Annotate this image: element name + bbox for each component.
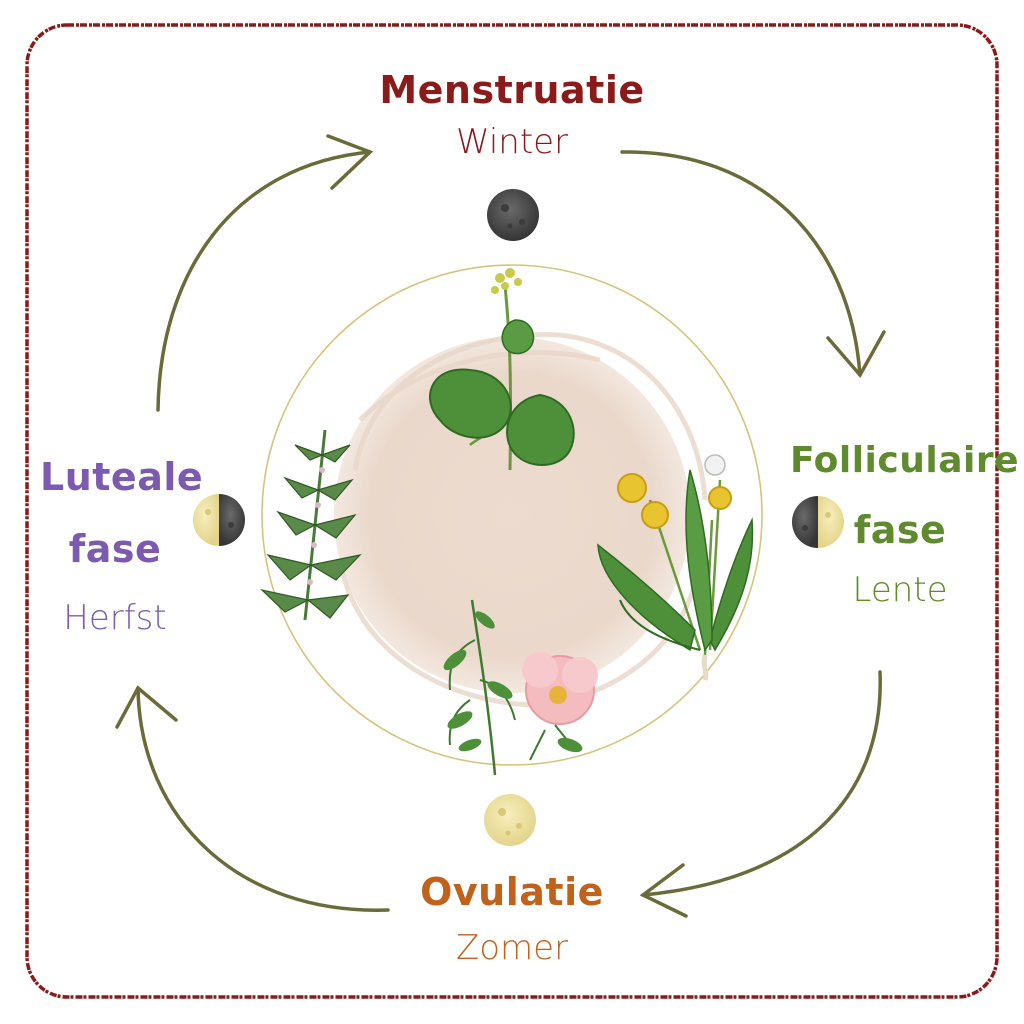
cycle-arrow-icon	[826, 330, 886, 379]
new-moon-icon	[487, 189, 539, 241]
phase-title-folliculaire-line2: fase	[853, 508, 947, 552]
cycle-arrow-icon	[156, 150, 372, 412]
cycle-arrow-icon	[115, 685, 178, 729]
wild-rose	[522, 652, 598, 761]
motherwort-plant-icon	[260, 429, 362, 621]
phase-title-menstruatie: Menstruatie	[379, 68, 645, 112]
phase-title-ovulatie: Ovulatie	[420, 870, 604, 914]
cycle-arrows	[115, 134, 886, 918]
season-label-zomer: Zomer	[455, 928, 569, 968]
first-quarter-moon-icon	[792, 496, 844, 548]
center-wash	[334, 337, 690, 693]
phase-title-folliculaire: Folliculaire	[790, 440, 1019, 481]
outer-frame	[25, 23, 999, 999]
lady-mantle-plant-icon	[429, 268, 575, 471]
yarrow-rose-plant-icon	[443, 599, 598, 776]
season-label-herfst: Herfst	[63, 598, 167, 638]
cycle-arrow-icon	[326, 134, 374, 190]
cycle-arrow-icon	[639, 863, 688, 918]
last-quarter-moon-icon	[193, 494, 245, 546]
phase-title-luteale-line2: fase	[68, 527, 162, 571]
phase-title-luteale: Luteale	[40, 455, 204, 499]
dandelion-plant-icon	[597, 454, 754, 681]
center-ring	[261, 264, 763, 766]
season-label-lente: Lente	[852, 570, 948, 610]
cycle-arrow-icon	[620, 150, 862, 377]
cycle-arrow-icon	[641, 670, 882, 897]
cycle-arrow-icon	[136, 686, 390, 912]
full-moon-icon	[484, 794, 536, 846]
season-label-winter: Winter	[455, 122, 569, 162]
